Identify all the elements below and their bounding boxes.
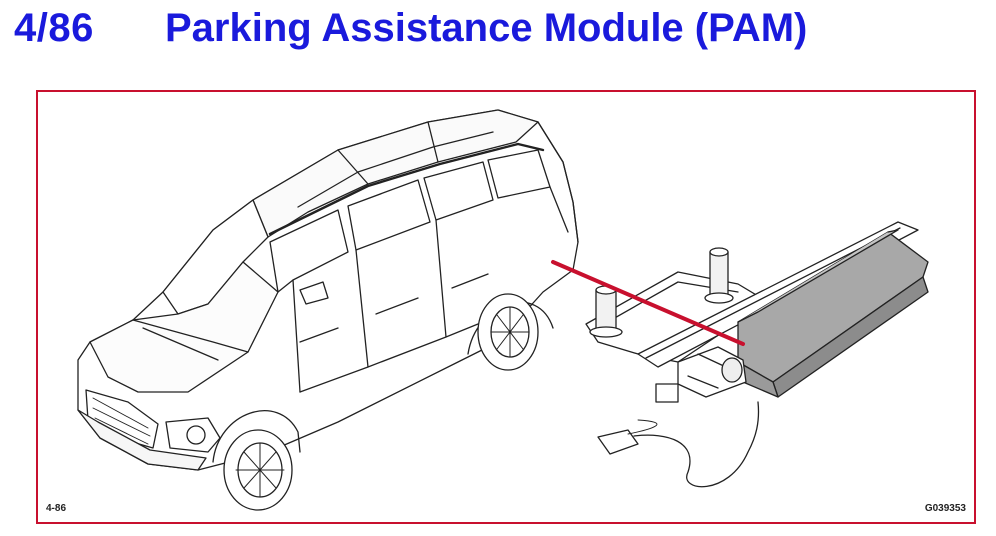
callout-line	[551, 260, 745, 346]
page-title: Parking Assistance Module (PAM)	[165, 6, 808, 50]
slide-number: 4/86	[14, 6, 94, 50]
pam-module-drawing	[585, 221, 929, 488]
slide-header: 4/86 Parking Assistance Module (PAM)	[0, 0, 996, 70]
line-illustration	[77, 109, 929, 511]
illustration-frame: 4-86 G039353	[36, 90, 976, 524]
suv-vehicle-drawing	[77, 109, 579, 511]
figure-number: 4-86	[46, 503, 67, 514]
reference-code: G039353	[924, 503, 966, 514]
